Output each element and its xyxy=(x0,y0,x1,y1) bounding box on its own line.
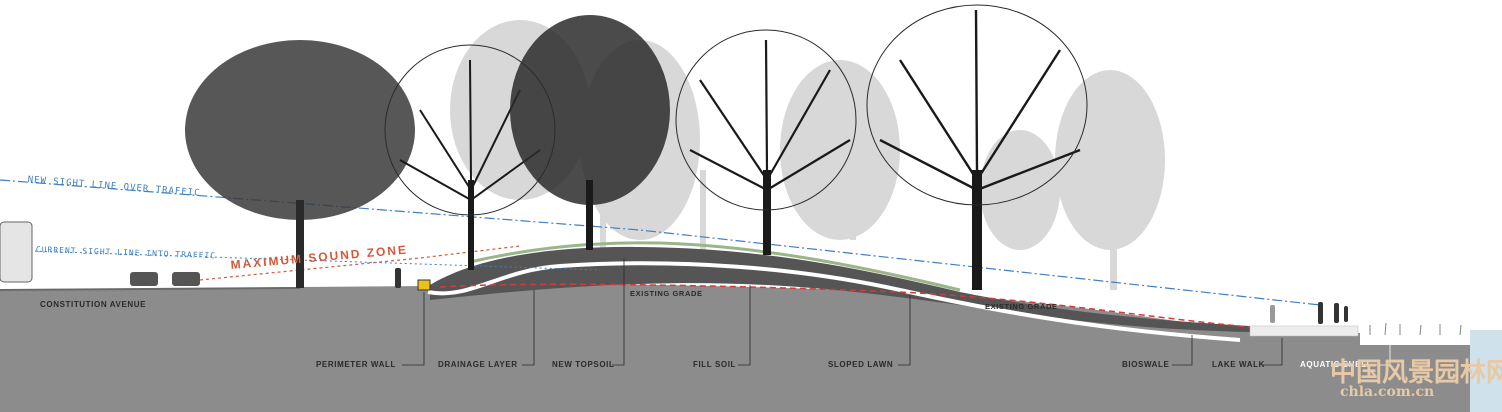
callout-bioswale: BIOSWALE xyxy=(1122,360,1170,369)
callout-drainage-layer: DRAINAGE LAYER xyxy=(438,360,518,369)
callout-new-topsoil: NEW TOPSOIL xyxy=(552,360,615,369)
berm-tree-3 xyxy=(675,29,857,255)
callout-sloped-lawn: SLOPED LAWN xyxy=(828,360,894,369)
callout-leader xyxy=(1262,338,1283,366)
berm-tree-4 xyxy=(866,4,1088,290)
road-surface xyxy=(0,287,301,291)
callout-leaders xyxy=(402,258,1391,366)
callout-aquatic-shelf: AQUATIC SHELF xyxy=(1300,360,1373,369)
existing-grade-label-2: EXISTING GRADE xyxy=(985,302,1058,311)
perimeter-wall xyxy=(417,279,431,291)
street-tree xyxy=(185,40,415,288)
callout-leader xyxy=(1172,335,1193,366)
sound-zone-line xyxy=(199,245,521,281)
existing-grade-line xyxy=(439,283,1251,328)
aquatic-reeds xyxy=(1369,322,1462,336)
watermark-url: chla.com.cn xyxy=(1340,384,1435,400)
vehicles xyxy=(0,221,200,286)
callout-fill-soil: FILL SOIL xyxy=(693,360,737,369)
callout-leader xyxy=(1370,345,1391,366)
callout-leader xyxy=(898,295,911,366)
callout-perimeter-wall: PERIMETER WALL xyxy=(316,360,396,369)
existing-ground xyxy=(0,284,1470,412)
drainage-layer xyxy=(427,261,1241,342)
existing-grade-label-1: EXISTING GRADE xyxy=(630,289,703,298)
road-label: CONSTITUTION AVENUE xyxy=(40,300,147,309)
callout-leader xyxy=(738,285,751,366)
callout-leader xyxy=(612,258,625,366)
berm-tree-2 xyxy=(510,15,670,250)
people xyxy=(395,268,1348,324)
callout-leader xyxy=(522,290,535,366)
lake-water xyxy=(1470,330,1502,412)
berm-grass xyxy=(469,241,961,292)
watermark-logo: 中国风景园林网 xyxy=(1330,358,1502,388)
new-sight-line xyxy=(0,179,1321,306)
callout-leader xyxy=(402,292,425,366)
callout-lake-walk: LAKE WALK xyxy=(1212,360,1265,369)
lake-walk xyxy=(1249,325,1359,337)
